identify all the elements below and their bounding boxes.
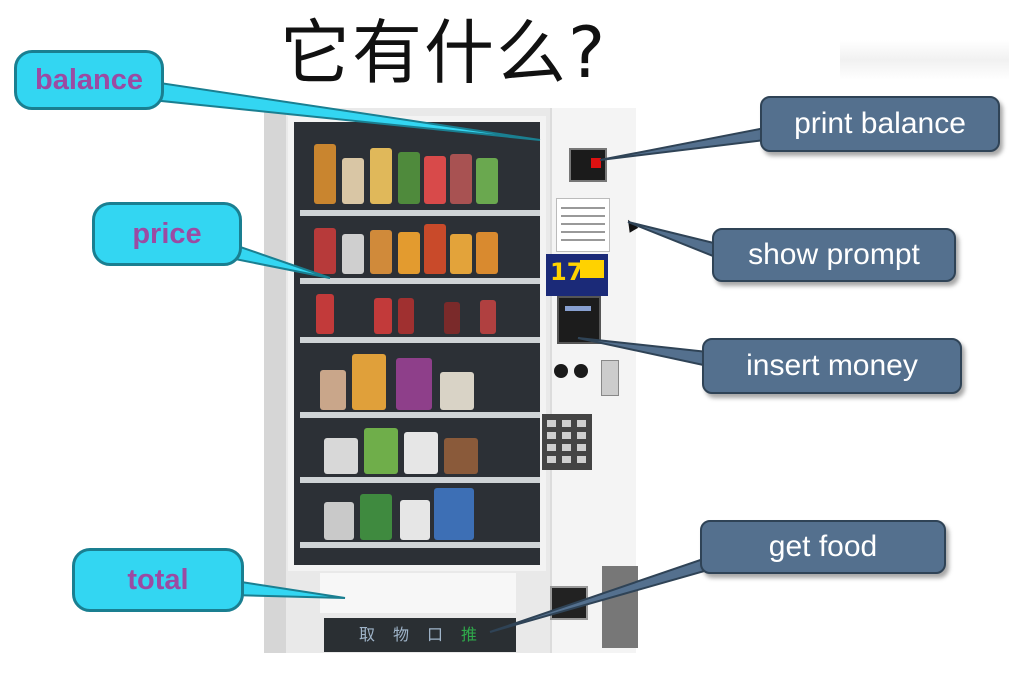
price-callout: price	[92, 202, 242, 266]
total-callout: total	[72, 548, 244, 612]
show-prompt-callout: show prompt	[712, 228, 956, 282]
print-balance-callout: print balance	[760, 96, 1000, 152]
show-prompt-connector	[628, 222, 718, 258]
print-balance-connector	[600, 128, 765, 160]
balance-connector	[140, 80, 540, 140]
insert-money-connector	[578, 338, 708, 366]
insert-money-callout: insert money	[702, 338, 962, 394]
get-food-connector	[490, 556, 722, 632]
get-food-callout: get food	[700, 520, 946, 574]
balance-callout: balance	[14, 50, 164, 110]
total-connector	[228, 580, 345, 598]
